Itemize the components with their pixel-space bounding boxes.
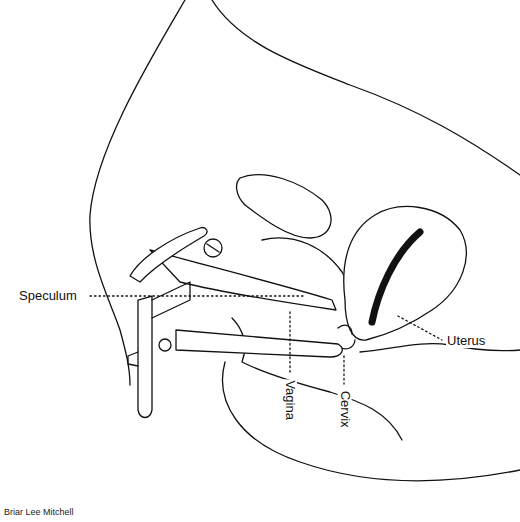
speculum-screw	[204, 239, 222, 257]
leader-line	[90, 295, 305, 296]
uterine-cavity	[372, 232, 420, 322]
leader-line	[398, 316, 442, 340]
speculum-screw-slot	[207, 244, 219, 252]
part-label: Cervix	[337, 390, 351, 429]
leader-lines	[90, 296, 442, 384]
uterus-outline	[344, 207, 467, 341]
speculum-lower-blade	[176, 330, 342, 357]
speculum-thumb-lever	[130, 228, 207, 282]
speculum-handle	[138, 296, 152, 418]
credit-note: Briar Lee Mitchell	[3, 508, 75, 518]
leader-line	[343, 356, 344, 384]
speculum-nut	[159, 339, 171, 351]
abdomen-outline	[212, 0, 520, 175]
buttock-outline	[223, 362, 520, 481]
part-label: Uterus	[446, 334, 486, 348]
part-label: Speculum	[18, 289, 78, 303]
speculum-hinge	[152, 282, 190, 318]
rectum-outline	[360, 344, 520, 352]
pubic-bone	[237, 175, 331, 238]
speculum-ratchet	[128, 352, 138, 366]
leader-line	[289, 312, 290, 374]
speculum-upper-blade	[150, 250, 336, 310]
part-label: Vagina	[283, 379, 297, 421]
